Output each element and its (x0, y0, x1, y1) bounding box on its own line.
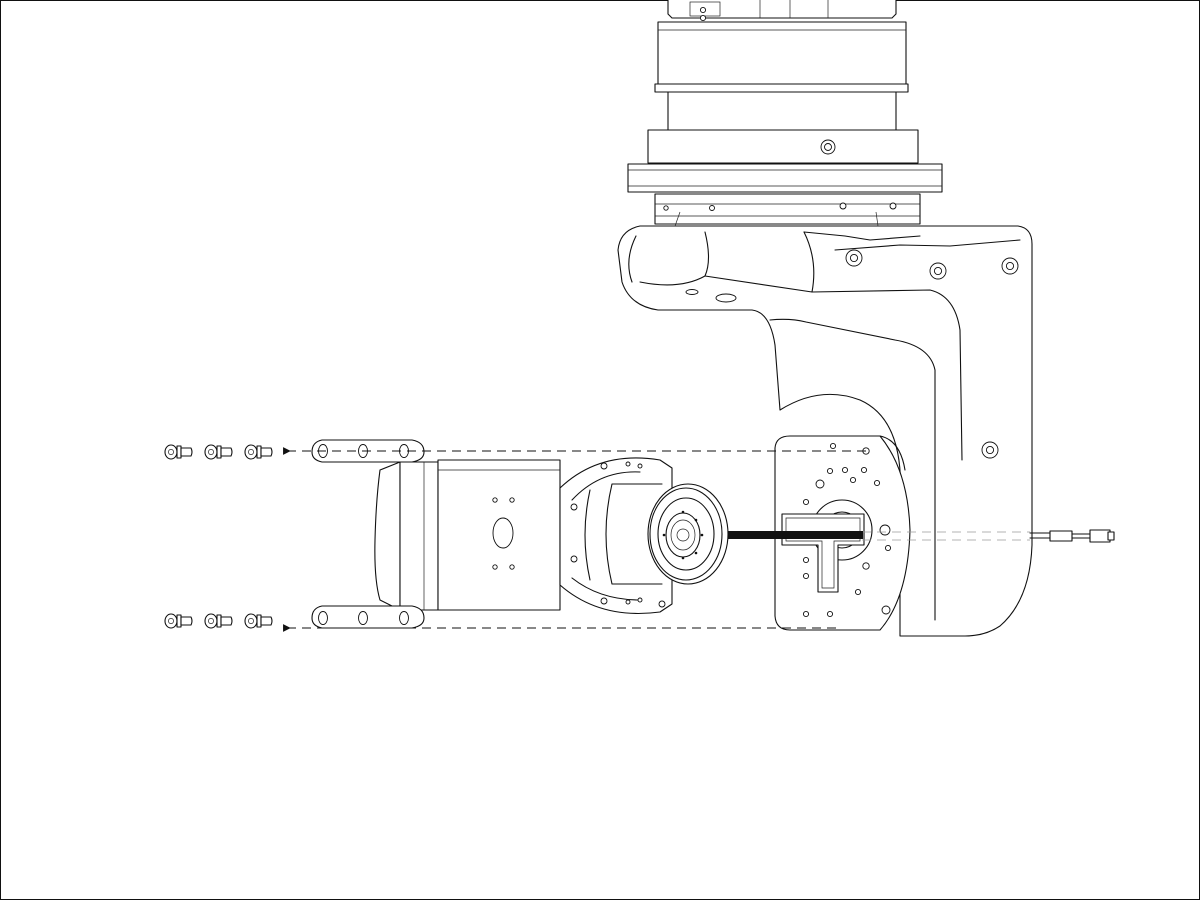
motor-output-flange (647, 483, 729, 585)
connector-cable (862, 529, 1115, 543)
forearm-link-module (374, 457, 673, 615)
bottom-clamp-bracket (311, 605, 425, 629)
upper-arm-housing (617, 0, 1033, 637)
socket-head-screw (164, 444, 193, 460)
housing-screw (981, 441, 999, 459)
drive-shaft-bar (727, 531, 863, 539)
socket-head-screw (204, 444, 233, 460)
housing-screw (929, 262, 947, 280)
socket-head-screw (164, 613, 193, 629)
housing-screw (845, 249, 863, 267)
socket-head-screw (204, 613, 233, 629)
housing-screw (1001, 257, 1019, 275)
socket-head-screw (244, 613, 273, 629)
socket-head-screw (244, 444, 273, 460)
